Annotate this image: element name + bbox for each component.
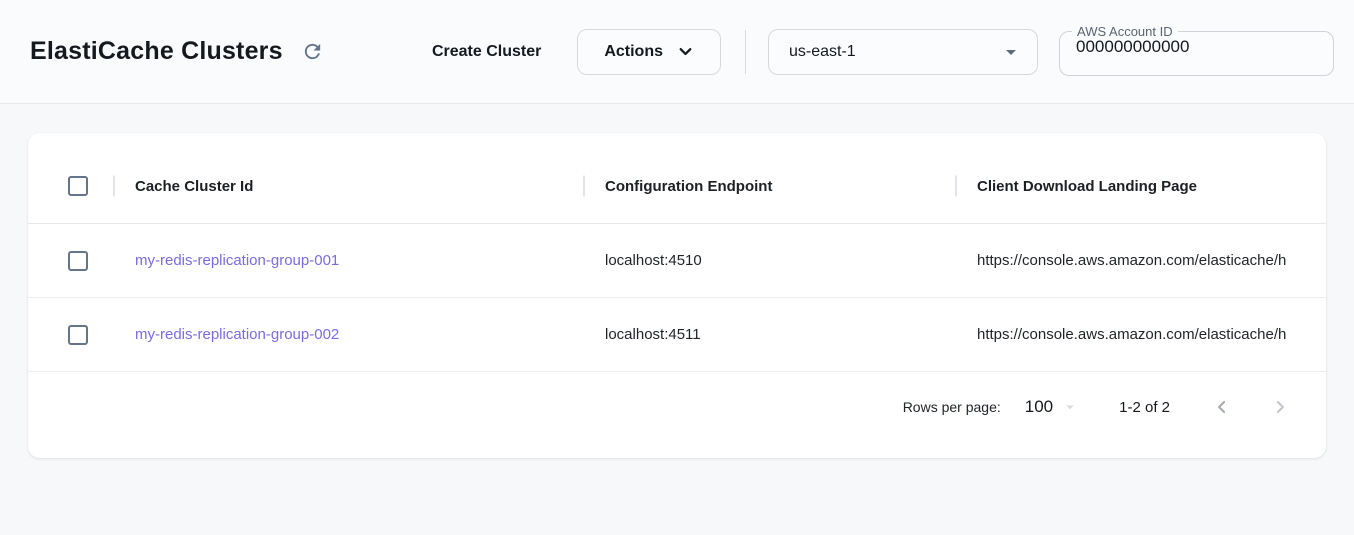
aws-account-id-field: AWS Account ID <box>1059 24 1334 76</box>
configuration-endpoint-value: localhost:4510 <box>583 252 955 269</box>
actions-menu-button[interactable]: Actions <box>577 29 721 75</box>
row-checkbox-cell <box>28 251 113 271</box>
column-header-cache-cluster-id[interactable]: Cache Cluster Id <box>113 149 583 223</box>
region-select[interactable]: us-east-1 <box>768 29 1038 75</box>
header-checkbox-cell <box>28 176 113 196</box>
column-separator[interactable] <box>955 176 957 197</box>
table-row: my-redis-replication-group-002 localhost… <box>28 298 1326 372</box>
region-select-value: us-east-1 <box>789 43 999 61</box>
row-checkbox-cell <box>28 325 113 345</box>
pagination-bar: Rows per page: 100 1-2 of 2 <box>28 372 1326 442</box>
actions-menu-label: Actions <box>604 43 663 61</box>
table-header-row: Cache Cluster Id Configuration Endpoint … <box>28 149 1326 224</box>
aws-account-id-input[interactable] <box>1064 37 1329 65</box>
previous-page-button[interactable] <box>1202 387 1242 427</box>
row-checkbox[interactable] <box>68 251 88 271</box>
chevron-down-icon <box>677 43 694 60</box>
toolbar: ElastiCache Clusters Create Cluster Acti… <box>0 0 1354 104</box>
chevron-right-icon <box>1270 397 1290 417</box>
cache-cluster-id-link[interactable]: my-redis-replication-group-001 <box>113 252 583 269</box>
select-all-checkbox[interactable] <box>68 176 88 196</box>
next-page-button[interactable] <box>1260 387 1300 427</box>
pagination-range-label: 1-2 of 2 <box>1119 399 1170 416</box>
rows-per-page-label: Rows per page: <box>903 399 1001 415</box>
row-checkbox[interactable] <box>68 325 88 345</box>
column-separator[interactable] <box>583 176 585 197</box>
configuration-endpoint-value: localhost:4511 <box>583 326 955 343</box>
refresh-icon <box>301 40 324 63</box>
create-cluster-button[interactable]: Create Cluster <box>418 33 555 71</box>
chevron-left-icon <box>1212 397 1232 417</box>
toolbar-actions-group: Create Cluster Actions us-east-1 AWS Acc… <box>418 26 1334 78</box>
dropdown-arrow-icon <box>999 40 1023 64</box>
clusters-table-card: Cache Cluster Id Configuration Endpoint … <box>28 133 1326 458</box>
rows-per-page-select[interactable]: 100 <box>1025 397 1079 417</box>
toolbar-divider <box>745 30 746 74</box>
column-header-configuration-endpoint[interactable]: Configuration Endpoint <box>583 149 955 223</box>
page-title: ElastiCache Clusters <box>30 37 283 66</box>
client-download-landing-page-value: https://console.aws.amazon.com/elasticac… <box>955 326 1326 343</box>
dropdown-arrow-icon <box>1061 398 1079 416</box>
refresh-button[interactable] <box>295 34 331 70</box>
column-header-client-download-landing-page[interactable]: Client Download Landing Page <box>955 149 1326 223</box>
rows-per-page-value: 100 <box>1025 397 1053 417</box>
client-download-landing-page-value: https://console.aws.amazon.com/elasticac… <box>955 252 1326 269</box>
cache-cluster-id-link[interactable]: my-redis-replication-group-002 <box>113 326 583 343</box>
column-separator[interactable] <box>113 176 115 197</box>
table-row: my-redis-replication-group-001 localhost… <box>28 224 1326 298</box>
